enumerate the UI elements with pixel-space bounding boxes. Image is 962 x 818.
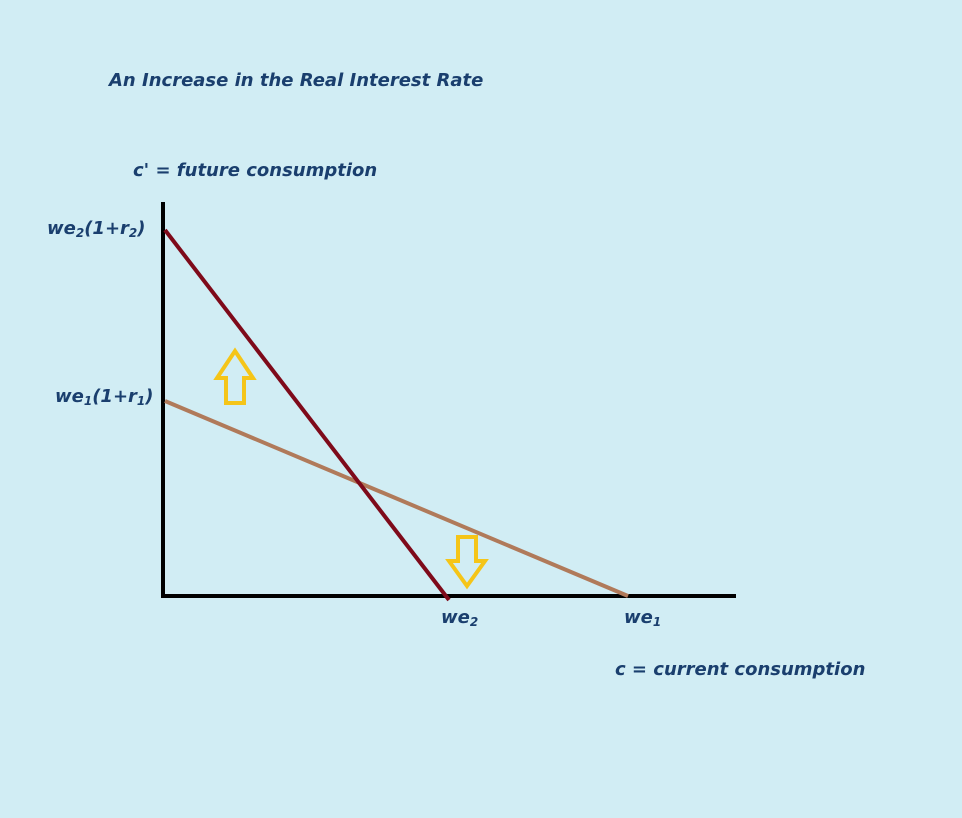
diagram-title: An Increase in the Real Interest Rate — [109, 70, 484, 91]
y-intercept-new-label: we2(1+r2) — [47, 218, 146, 240]
x-intercept-new-label: we2 — [441, 607, 479, 629]
old-budget-line — [164, 399, 629, 598]
y-axis-label: c' = future consumption — [133, 160, 378, 181]
y-intercept-old-label: we1(1+r1) — [55, 386, 154, 408]
x-axis-label: c = current consumption — [615, 659, 866, 680]
down-arrow-icon — [445, 535, 489, 590]
new-budget-line — [163, 228, 451, 602]
up-arrow-icon — [213, 347, 257, 405]
x-intercept-old-label: we1 — [624, 607, 662, 629]
